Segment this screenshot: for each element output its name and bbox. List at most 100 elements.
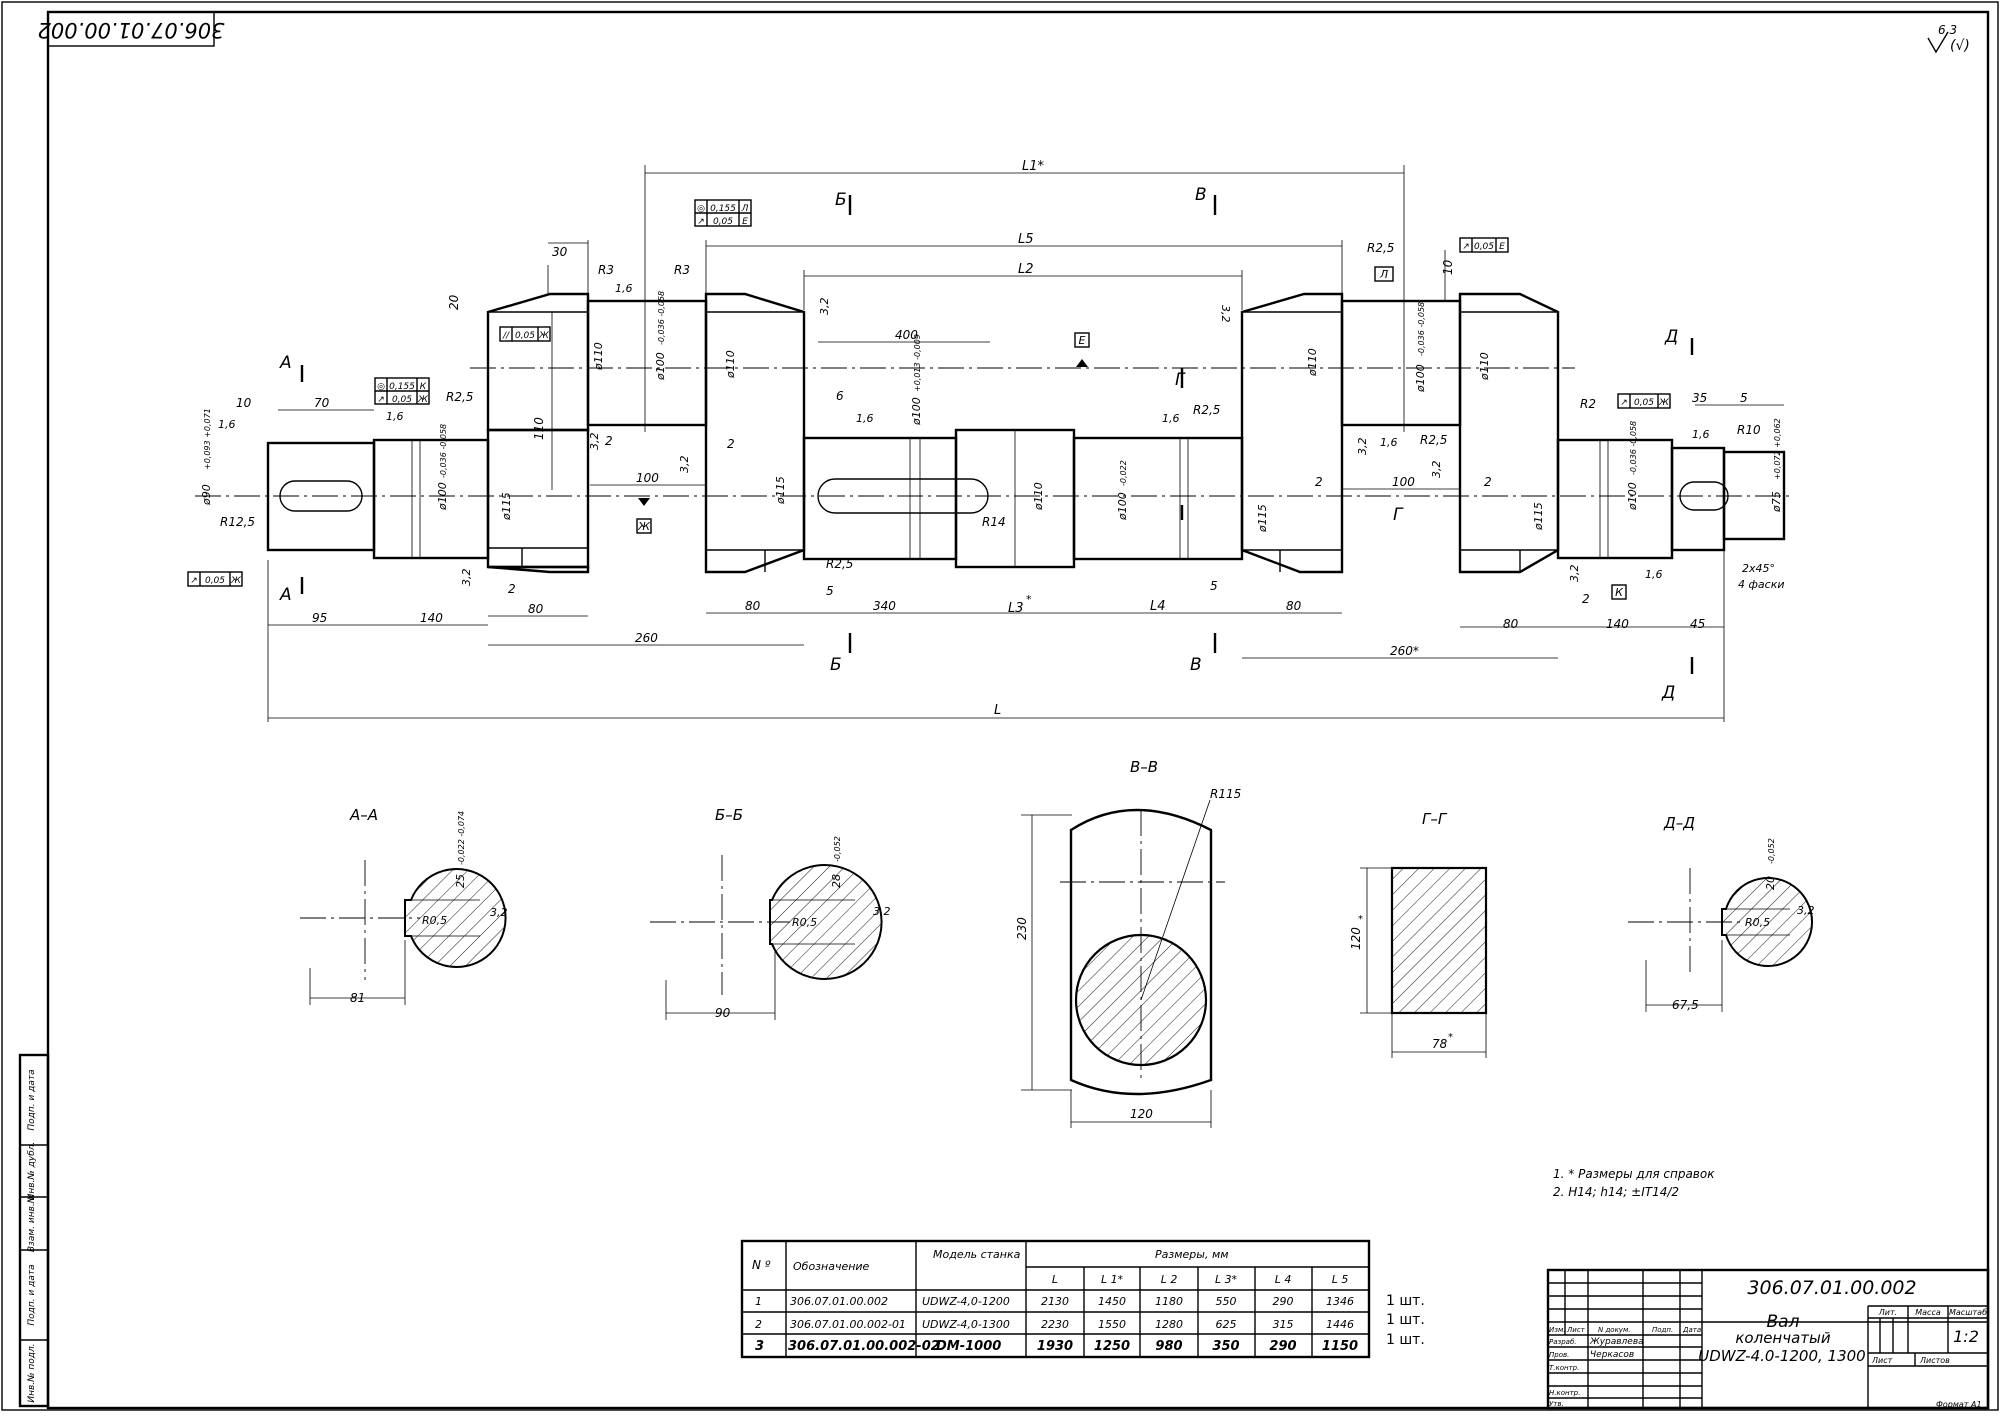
rotated-code-box (47, 11, 215, 47)
left-crank-pin (586, 299, 708, 427)
stamp-inv-dubl: Инв.№ дубл. (27, 1142, 37, 1201)
section-label-a-bottom: А (279, 585, 292, 605)
left-web-upper (486, 292, 590, 432)
section-bb: Б–Б 90 R0,5 28 -0,052 3,2 (650, 806, 891, 1020)
section-vv-height: 230 (1015, 917, 1029, 940)
radius-r2-5-a: R2,5 (446, 390, 473, 404)
dia-100-a-tol: -0,036 -0,058 (439, 424, 448, 478)
sheet-frame (46, 10, 1990, 1410)
dim-l5: L5 (1018, 232, 1034, 247)
section-gg-title: Г–Г (1422, 810, 1448, 828)
svg-text:DM-1000: DM-1000 (936, 1339, 1001, 1354)
dim-5a: 5 (826, 584, 834, 598)
left-keyway (279, 480, 363, 512)
radius-r3-left: R3 (598, 263, 614, 277)
table-header-model: Модель станка (933, 1248, 1021, 1261)
ra-3-2-f: 3,2 (1356, 438, 1369, 456)
title-razrab: Разраб. (1549, 1338, 1577, 1346)
dia-110-a: ø110 (592, 342, 605, 371)
section-aa-depth: 25 (454, 874, 467, 888)
ra-1-6-a: 1,6 (218, 418, 236, 431)
dim-10b: 10 (236, 396, 252, 410)
svg-text:Л: Л (741, 204, 749, 214)
svg-text:0,05: 0,05 (205, 576, 225, 586)
qty-row-1: 1 шт. (1386, 1293, 1425, 1309)
dia-115-a: ø115 (500, 492, 513, 521)
svg-text:0,05: 0,05 (1474, 242, 1494, 252)
section-dd-tol: -0,052 (1767, 838, 1776, 864)
title-prov: Пров. (1549, 1351, 1569, 1359)
section-bb-depth: 28 (830, 874, 843, 888)
dim-110-vertical: 110 (532, 417, 546, 440)
title-scale: 1:2 (1953, 1327, 1979, 1346)
table-col-l4: L 4 (1275, 1273, 1292, 1286)
section-dd-depth: 20 (1764, 876, 1777, 890)
crankshaft-main-view: Б Б В В А А Г Г Д Д Е Ж К Л ◎ 0,155 Л ↗ … (187, 159, 1790, 722)
svg-text:К: К (420, 382, 427, 392)
section-aa-title: А–А (349, 806, 378, 824)
sheet-format: Формат А1 (1936, 1400, 1982, 1409)
section-vv: В–В 230 120 R115 (1015, 758, 1241, 1128)
radius-r2-5-d: R2,5 (1367, 241, 1394, 255)
title-block: 306.07.01.00.002 Вал коленчатый UDWZ-4.0… (1546, 1268, 1990, 1410)
left-end-journal (266, 441, 376, 552)
ra-1-6-g: 1,6 (1692, 428, 1710, 441)
dia-100-c: ø100 (910, 397, 923, 426)
dim-10: 10 (1441, 259, 1455, 275)
section-label-d-bottom: Д (1661, 683, 1675, 703)
dia-115-c: ø115 (1256, 504, 1269, 533)
radius-r10: R10 (1737, 423, 1761, 437)
title-col-ndoc: N докум. (1598, 1326, 1630, 1334)
stamp-podp-data-2: Подп. и дата (27, 1264, 37, 1325)
center-journal-left (802, 436, 958, 561)
section-aa-width: 81 (350, 991, 365, 1005)
svg-text://: // (502, 331, 510, 341)
datum-k-box (1611, 584, 1627, 600)
svg-text:550: 550 (1216, 1295, 1237, 1308)
dia-100-b-tol: -0,036 -0,058 (657, 291, 666, 345)
svg-text:0,05: 0,05 (1634, 398, 1654, 408)
datum-e-label: Е (1079, 334, 1086, 347)
section-aa: А–А 81 R0,5 25 -0,022 -0,074 3,2 (300, 806, 508, 1005)
dia-100-a: ø100 (436, 482, 449, 511)
section-vv-width: 120 (1130, 1107, 1153, 1121)
svg-text:1346: 1346 (1326, 1295, 1354, 1308)
roughness-note: 6,3 (1938, 23, 1957, 37)
table-header-num: N º (752, 1258, 771, 1272)
section-label-v-bottom: В (1190, 655, 1202, 675)
svg-text:306.07.01.00.002-02: 306.07.01.00.002-02 (788, 1339, 940, 1354)
stamp-vzam-inv: Взам. инв.№ (27, 1194, 37, 1252)
ra-3-2-b: 3,2 (1219, 305, 1232, 323)
section-aa-radius: R0,5 (422, 914, 447, 927)
svg-text:◎: ◎ (697, 204, 705, 214)
section-aa-shape (404, 868, 507, 968)
tolerance-frame-right-end: ↗ 0,05 Ж (1617, 393, 1671, 409)
section-bb-ra: 3,2 (873, 905, 891, 918)
section-vv-radius: R115 (1210, 787, 1241, 801)
dim-80b: 80 (745, 599, 761, 613)
section-vv-web (1069, 808, 1213, 1096)
ra-1-6-d: 1,6 (856, 412, 874, 425)
section-dd: Д–Д 67,5 R0,5 20 -0,052 3,2 (1628, 814, 1815, 1012)
section-dd-radius: R0,5 (1745, 916, 1770, 929)
svg-text:625: 625 (1216, 1318, 1237, 1331)
dia-100-c-tol: +0,013 -0,009 (913, 334, 922, 392)
variants-table: N º Обозначение Модель станка Размеры, м… (740, 1239, 1425, 1359)
ra-3-2-d: 3,2 (678, 456, 691, 474)
radius-r12-5: R12,5 (220, 515, 255, 529)
ra-3-2-h: 3,2 (1568, 565, 1581, 583)
left-web-lower (487, 565, 590, 574)
dim-chamfer: 2x45° (1742, 562, 1775, 575)
dia-75: ø75 (1770, 491, 1783, 513)
side-stamp: Подп. и дата Инв.№ дубл. Взам. инв.№ Под… (18, 1053, 50, 1408)
ra-1-6-b: 1,6 (386, 410, 404, 423)
dia-100-d-tol: -0,022 (1119, 460, 1128, 486)
title-col-data: Дата (1682, 1326, 1701, 1334)
datum-l-label: Л (1379, 268, 1388, 281)
left-main-journal (372, 438, 490, 560)
section-label-a-top: А (279, 353, 292, 373)
svg-text:290: 290 (1269, 1339, 1296, 1354)
svg-text:1280: 1280 (1155, 1318, 1183, 1331)
section-markers (300, 195, 1694, 674)
